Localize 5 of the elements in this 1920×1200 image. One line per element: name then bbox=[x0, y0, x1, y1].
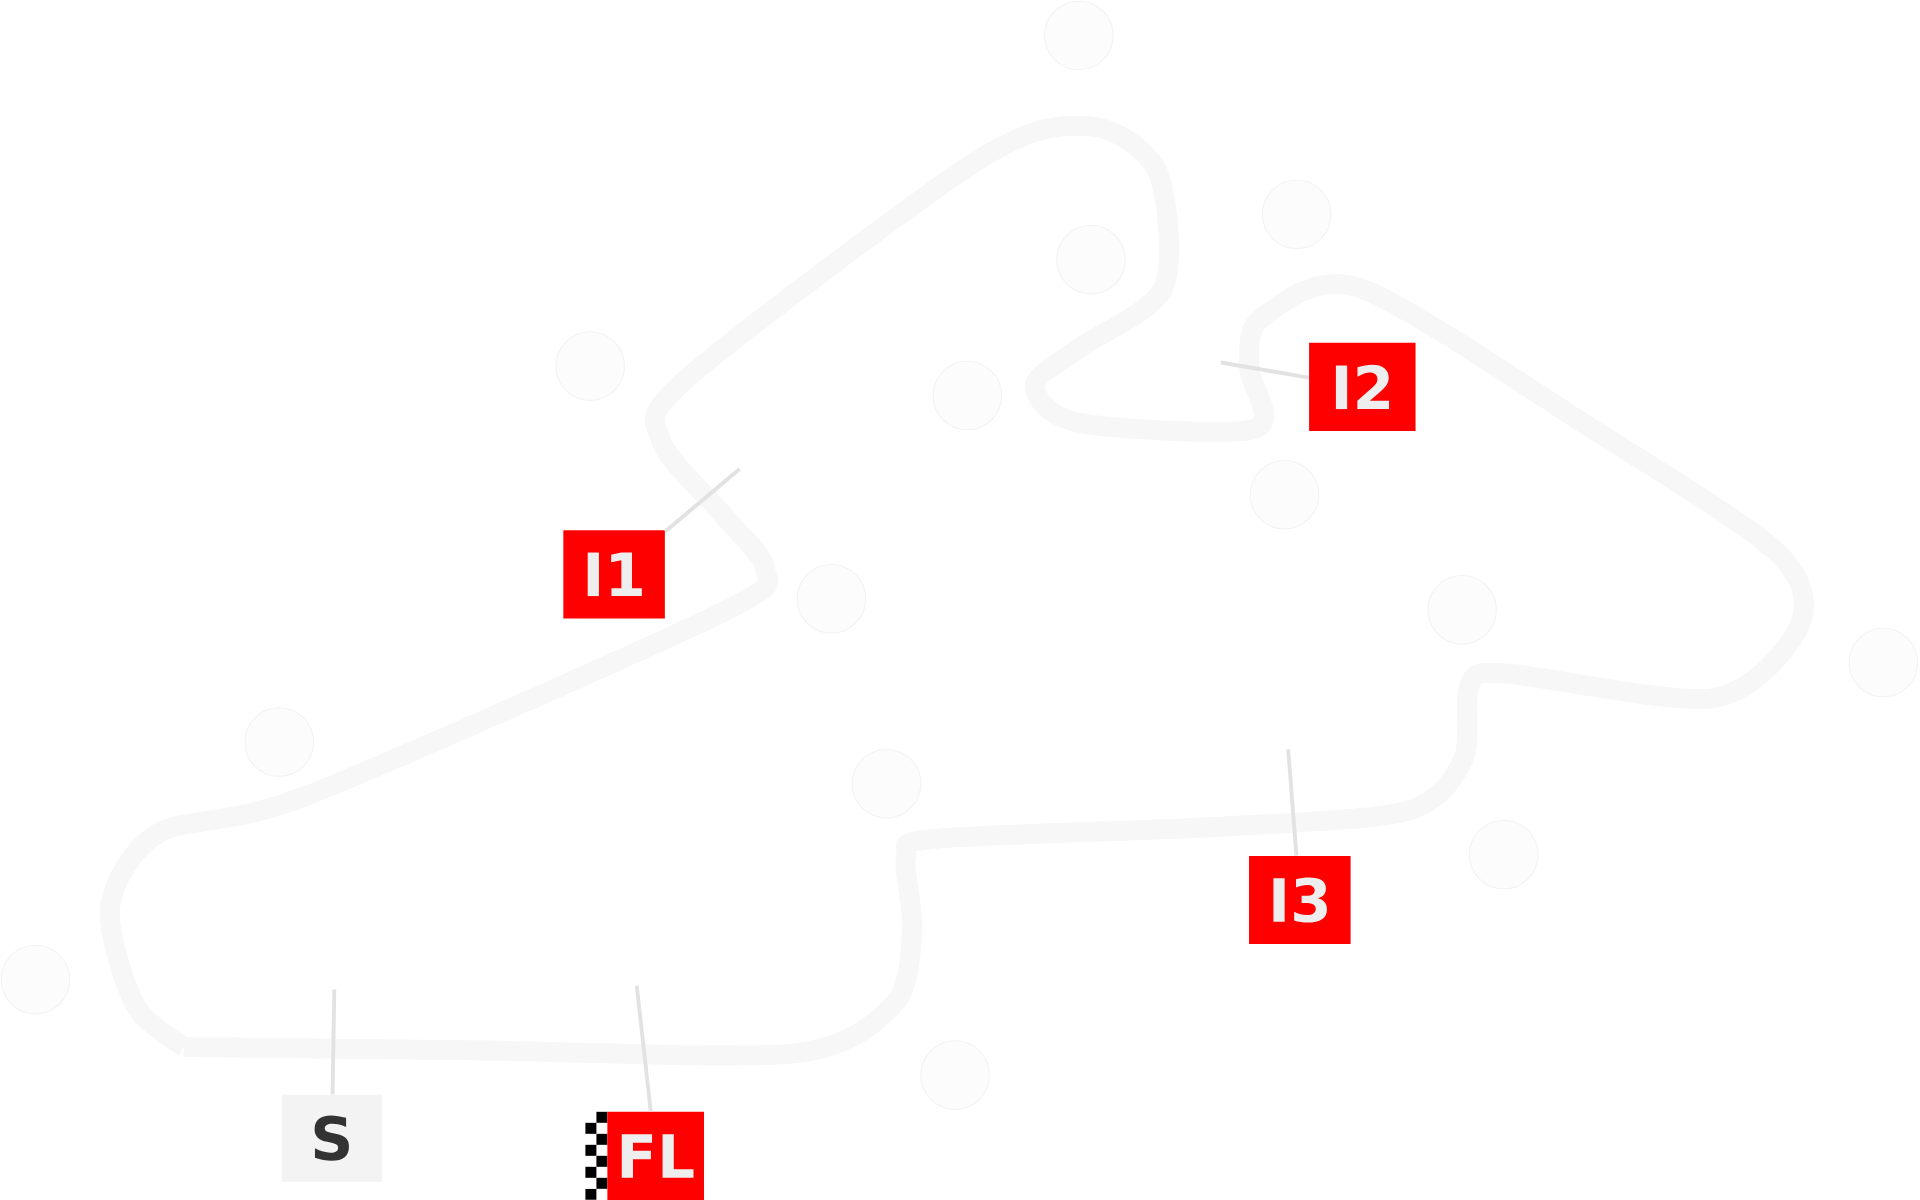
leader-line bbox=[1286, 749, 1299, 856]
leader-line bbox=[664, 467, 741, 533]
leader-line bbox=[330, 989, 337, 1095]
leader-line bbox=[634, 985, 653, 1112]
leader-line bbox=[1220, 360, 1310, 380]
